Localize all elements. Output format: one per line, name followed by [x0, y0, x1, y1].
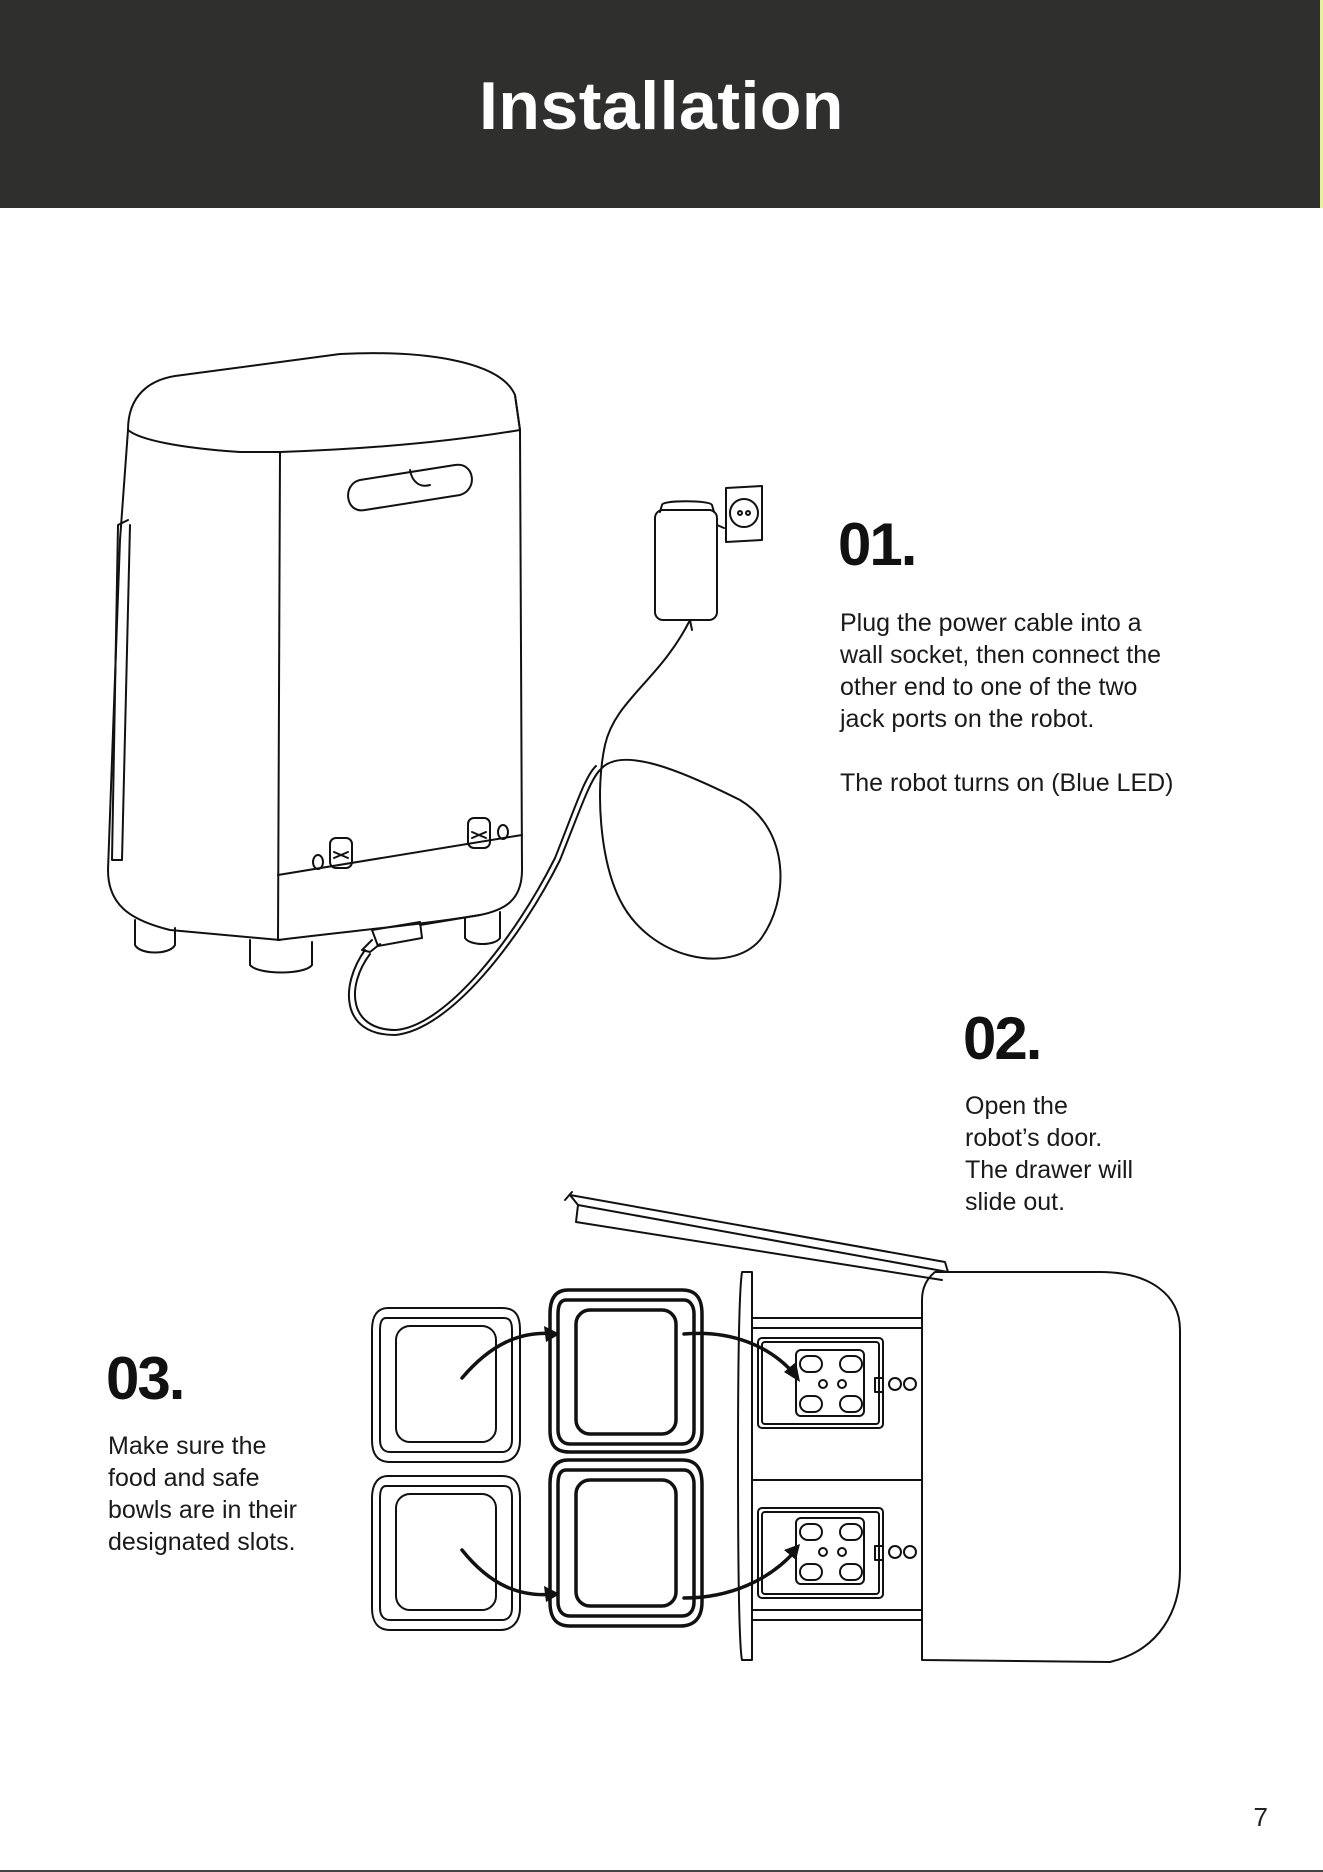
step-3-text: Make sure the food and safe bowls are in…	[108, 1430, 348, 1558]
step-3-number: 03.	[106, 1346, 183, 1412]
robot-unit-illustration	[108, 353, 522, 972]
step-2-number: 02.	[963, 1006, 1040, 1072]
step-2-text: Open the robot’s door. The drawer will s…	[965, 1090, 1195, 1218]
step-1-text: Plug the power cable into a wall socket,…	[840, 607, 1220, 799]
step-1-number: 01.	[838, 512, 915, 578]
drawer-illustration	[565, 1192, 1180, 1662]
page-number: 7	[1254, 1802, 1268, 1833]
bowls-illustration	[372, 1290, 702, 1630]
power-cable-illustration	[349, 486, 781, 1035]
